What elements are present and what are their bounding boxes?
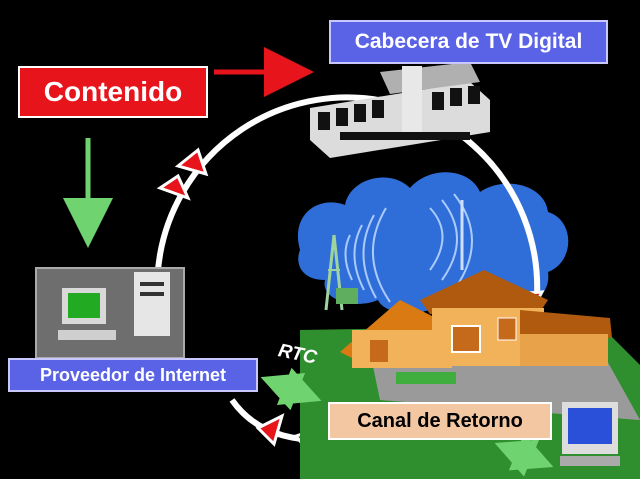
tv-headend-building-icon xyxy=(310,62,490,158)
contenido-box: Contenido xyxy=(18,66,208,118)
cabecera-tv-digital-box: Cabecera de TV Digital xyxy=(329,20,608,64)
tv-set-icon xyxy=(560,402,620,466)
isp-server-icon xyxy=(36,268,184,358)
proveedor-internet-box: Proveedor de Internet xyxy=(8,358,258,392)
canal-retorno-box: Canal de Retorno xyxy=(328,402,552,440)
